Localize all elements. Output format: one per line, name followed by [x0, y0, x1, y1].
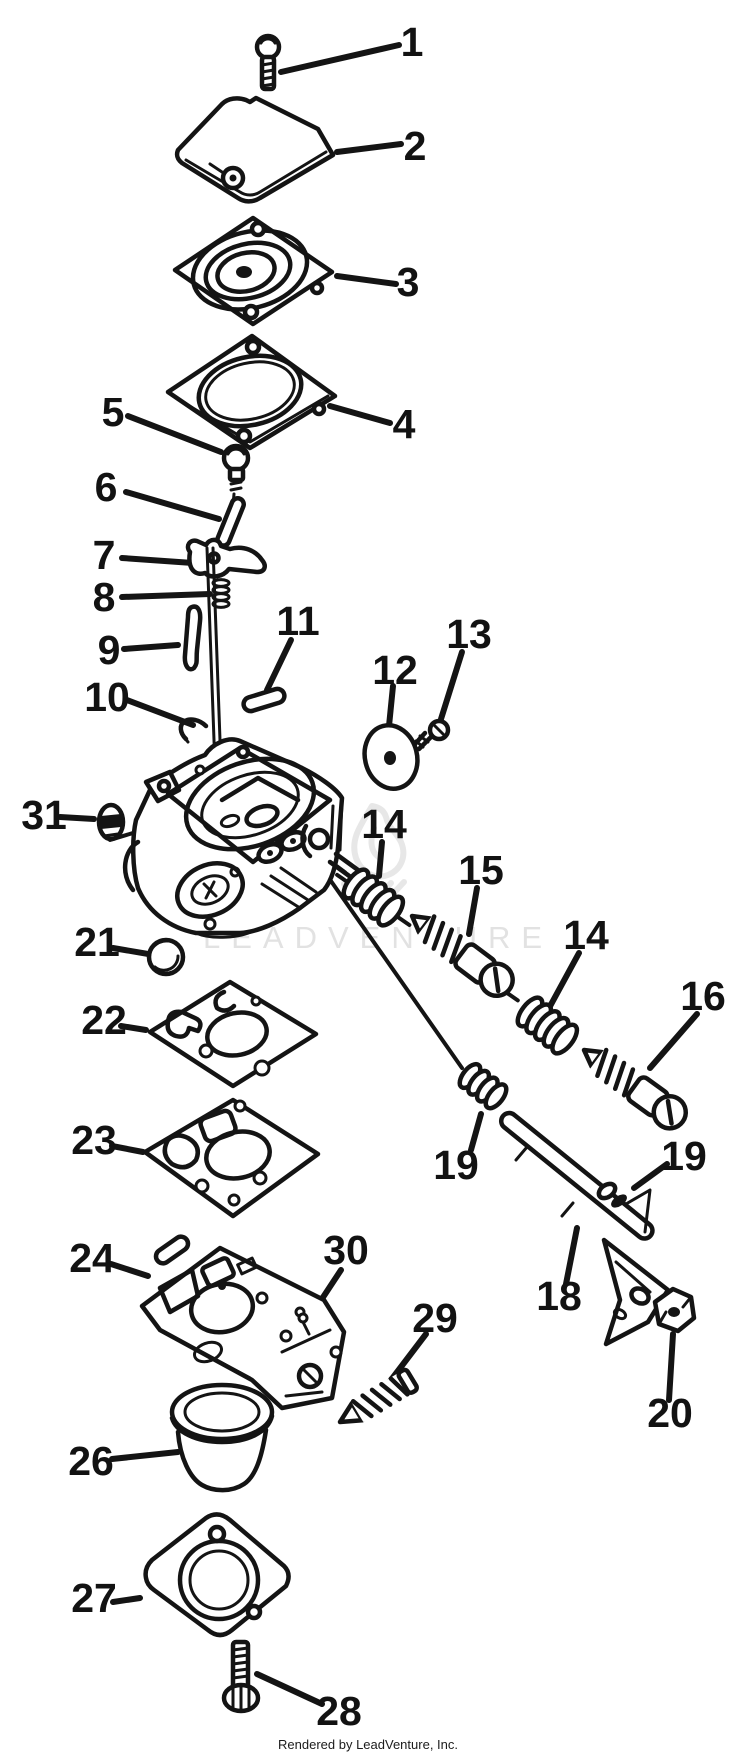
leader-1 — [278, 42, 402, 75]
part-10-ring — [178, 717, 209, 744]
leader-14-lower — [545, 950, 582, 1013]
callout-19-left: 19 — [433, 1142, 479, 1188]
leader-8 — [119, 591, 213, 600]
part-21-plug — [146, 937, 186, 977]
callout-11: 11 — [276, 598, 319, 644]
part-22-gasket — [147, 979, 319, 1089]
part-15-needle-screw — [409, 913, 515, 999]
part-6-pin — [215, 496, 246, 548]
part-4-gasket — [165, 333, 338, 451]
leader-2 — [334, 141, 404, 155]
part-19-clip — [596, 1181, 627, 1208]
leader-28 — [254, 1671, 325, 1707]
callout-19-right: 19 — [661, 1133, 707, 1179]
part-12-disc — [362, 723, 420, 791]
leader-16 — [647, 1011, 700, 1071]
leader-6 — [123, 489, 222, 522]
leader-20 — [666, 1331, 676, 1403]
leader-26 — [109, 1449, 181, 1462]
leader-13 — [438, 649, 465, 722]
leader-27 — [110, 1595, 143, 1605]
part-28-screw — [221, 1639, 261, 1714]
callout-20: 20 — [647, 1390, 693, 1436]
callout-1: 1 — [401, 19, 424, 65]
callout-4: 4 — [393, 401, 416, 447]
callout-9: 9 — [98, 627, 121, 673]
callout-7: 7 — [93, 532, 116, 578]
leader-19-right — [631, 1161, 670, 1191]
part-23-gasket — [142, 1097, 321, 1219]
carburetor-body — [122, 737, 361, 939]
part-30-pin — [297, 1312, 311, 1336]
leader-5 — [125, 413, 224, 455]
leader-19-left — [468, 1111, 484, 1153]
part-18-throttle-shaft — [498, 1110, 671, 1347]
leader-22 — [118, 1023, 149, 1033]
part-16-needle-screw — [581, 1047, 689, 1131]
callout-24: 24 — [69, 1235, 115, 1281]
part-31-plug — [96, 802, 126, 842]
part-9-screen — [182, 604, 203, 672]
callout-15: 15 — [458, 847, 504, 893]
leader-9 — [121, 642, 181, 652]
part-19-spring — [457, 1061, 509, 1111]
callout-18: 18 — [536, 1273, 582, 1319]
part-2-pump-cover — [174, 95, 336, 204]
leader-7 — [119, 555, 196, 566]
part-24-plate — [139, 1234, 347, 1411]
leader-15 — [466, 885, 480, 937]
part-14-spring-lower — [515, 995, 580, 1056]
callout-21: 21 — [74, 919, 120, 965]
part-5-screw — [221, 443, 251, 542]
callout-12: 12 — [372, 647, 418, 693]
callout-6: 6 — [95, 464, 118, 510]
callout-labels: 1 2 3 4 5 6 7 8 9 10 11 12 13 31 14 15 1… — [21, 19, 726, 1734]
callout-28: 28 — [316, 1688, 362, 1734]
callout-30: 30 — [323, 1227, 369, 1273]
part-3-diaphragm — [172, 215, 335, 327]
callout-14-upper: 14 — [361, 801, 407, 847]
callout-8: 8 — [93, 574, 116, 620]
callout-27: 27 — [71, 1575, 117, 1621]
leader-12 — [386, 683, 396, 729]
callout-26: 26 — [68, 1438, 114, 1484]
part-29-screw — [337, 1367, 419, 1425]
leader-18 — [563, 1225, 580, 1287]
callout-22: 22 — [81, 997, 127, 1043]
footer-credit: Rendered by LeadVenture, Inc. — [278, 1737, 458, 1752]
leader-23 — [109, 1143, 146, 1155]
callout-2: 2 — [404, 123, 427, 169]
part-13-screw — [412, 718, 451, 752]
callout-13: 13 — [446, 611, 492, 657]
leader-14-upper — [376, 839, 385, 879]
callout-5: 5 — [102, 389, 125, 435]
leader-3 — [334, 273, 399, 287]
callout-29: 29 — [412, 1295, 458, 1341]
leader-11 — [264, 637, 294, 693]
callout-10: 10 — [84, 674, 130, 720]
leader-4 — [327, 403, 393, 426]
callout-14-lower: 14 — [563, 912, 609, 958]
part-14-spring-upper — [341, 867, 406, 928]
part-26-cup — [169, 1382, 275, 1493]
part-27-gasket — [143, 1512, 291, 1638]
leader-24 — [108, 1261, 151, 1279]
part-20-nut — [652, 1286, 697, 1334]
part-11-pin — [241, 686, 287, 714]
leader-lines — [57, 42, 700, 1707]
callout-3: 3 — [397, 259, 420, 305]
part-1-screw — [254, 33, 282, 92]
leader-31 — [57, 814, 97, 822]
callout-16: 16 — [680, 973, 726, 1019]
callout-31: 31 — [21, 792, 67, 838]
callout-23: 23 — [71, 1117, 117, 1163]
